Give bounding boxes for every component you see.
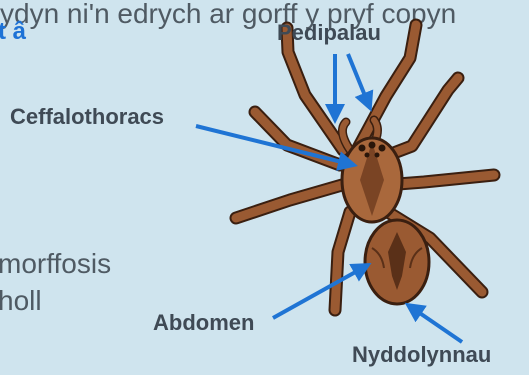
label-abdomen: Abdomen: [153, 312, 254, 334]
label-cephalothorax: Ceffalothoracs: [10, 106, 164, 128]
label-arrows: [196, 54, 462, 342]
arrow-abdomen: [273, 265, 368, 318]
arrow-pedipalp-right: [348, 54, 370, 108]
label-pedipalp: Pedipalau: [277, 22, 381, 44]
arrow-spinnerets: [408, 305, 462, 342]
label-spinnerets: Nyddolynnau: [352, 344, 491, 366]
